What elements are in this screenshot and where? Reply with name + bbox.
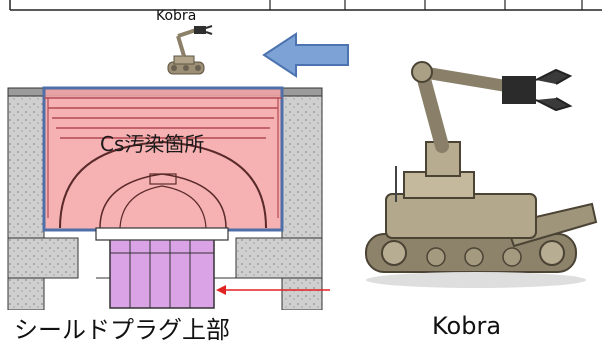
- shield-plug-diagram: [7, 86, 330, 310]
- kobra-caption: Kobra: [432, 312, 502, 340]
- kobra-robot-photo: [365, 61, 598, 288]
- top-table-strip: [9, 0, 602, 11]
- kobra-robot-icon: [167, 25, 213, 75]
- direction-arrow-icon: [262, 32, 349, 78]
- cs-contamination-label: Cs汚染箇所: [100, 132, 205, 156]
- top-robot-label: Kobra: [156, 8, 197, 24]
- shield-plug-caption: シールドプラグ上部: [14, 316, 230, 344]
